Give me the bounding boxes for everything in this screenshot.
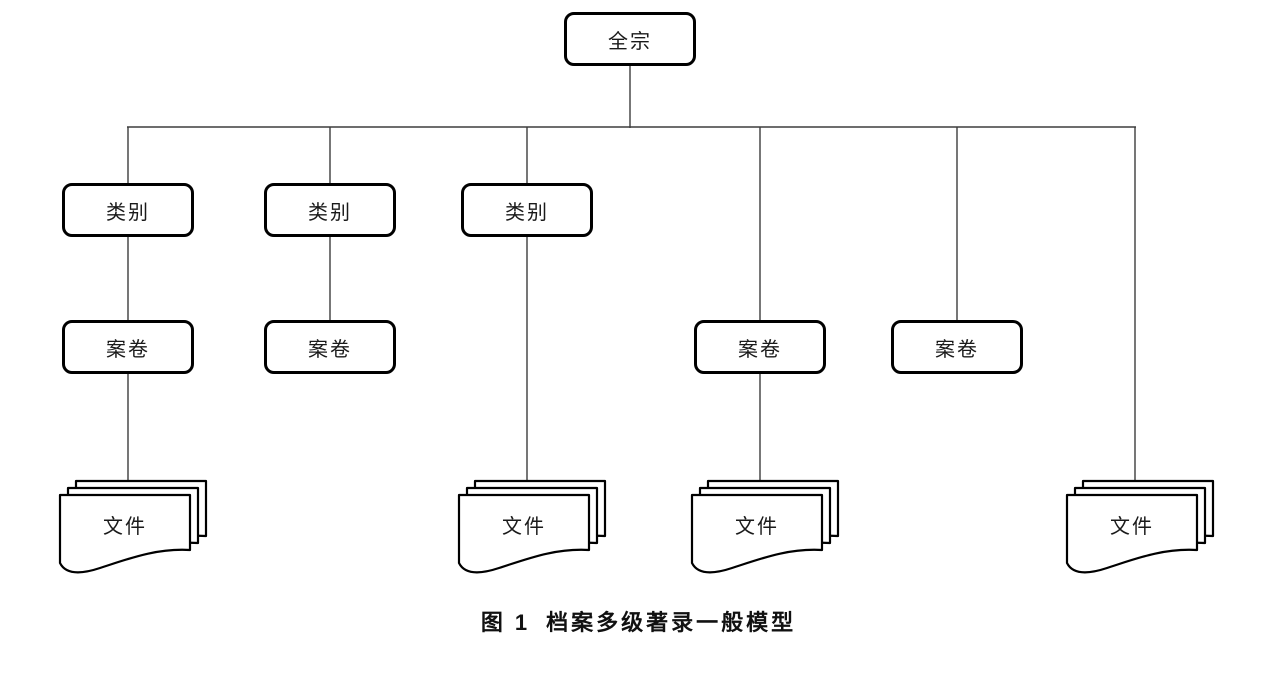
node-file-unit-label: 案卷 (738, 338, 782, 361)
document-sheet-front (457, 493, 591, 574)
node-file-unit-label: 案卷 (106, 338, 150, 361)
node-file-unit-1: 案卷 (62, 320, 194, 374)
node-category-label: 类别 (308, 201, 352, 224)
document-sheet-front (58, 493, 192, 574)
node-file-unit-label: 案卷 (935, 338, 979, 361)
node-fonds-label: 全宗 (608, 30, 652, 53)
document-label-3: 文件 (735, 515, 779, 538)
node-file-unit-2: 案卷 (264, 320, 396, 374)
node-category-1: 类别 (62, 183, 194, 237)
node-file-unit-4: 案卷 (891, 320, 1023, 374)
connector-group (127, 66, 1136, 482)
document-stack-4 (1065, 479, 1215, 574)
document-sheet-front (1065, 493, 1199, 574)
document-sheet-front (690, 493, 824, 574)
document-label-1: 文件 (103, 515, 147, 538)
node-category-label: 类别 (505, 201, 549, 224)
figure-caption: 图 1 档案多级著录一般模型 (0, 605, 1277, 637)
figure-caption-number: 图 1 (480, 610, 531, 635)
document-stack-2 (457, 479, 607, 574)
node-file-unit-label: 案卷 (308, 338, 352, 361)
node-category-3: 类别 (461, 183, 593, 237)
node-category-2: 类别 (264, 183, 396, 237)
document-stack-3 (690, 479, 840, 574)
document-label-2: 文件 (502, 515, 546, 538)
node-category-label: 类别 (106, 201, 150, 224)
node-fonds: 全宗 (564, 12, 696, 66)
document-stack-1 (58, 479, 208, 574)
document-label-4: 文件 (1110, 515, 1154, 538)
node-file-unit-3: 案卷 (694, 320, 826, 374)
figure-caption-title: 档案多级著录一般模型 (546, 610, 797, 635)
